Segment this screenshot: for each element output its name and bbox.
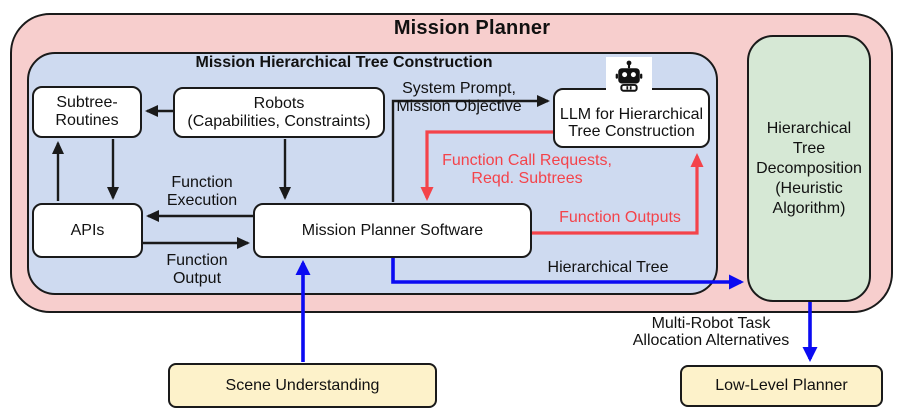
label-function-output: Function Output xyxy=(166,252,228,287)
page-title: Mission Planner xyxy=(393,17,551,39)
label-function-execution: Function Execution xyxy=(166,174,238,209)
label-hierarchical-tree: Hierarchical Tree xyxy=(547,259,669,276)
node-robots: Robots (Capabilities, Constraints) xyxy=(173,87,385,138)
node-subtree-routines: Subtree- Routines xyxy=(32,86,142,138)
node-low-level-planner: Low-Level Planner xyxy=(680,365,883,407)
robot-icon-glyph xyxy=(615,60,643,92)
robot-icon xyxy=(606,57,652,96)
label-system-prompt: System Prompt, Mission Objective xyxy=(396,80,522,115)
node-hierarchical-tree-decomposition: Hierarchical Tree Decomposition (Heurist… xyxy=(747,35,871,302)
label-function-call-requests: Function Call Requests, Reqd. Subtrees xyxy=(442,152,612,187)
label-function-outputs: Function Outputs xyxy=(559,209,681,226)
node-llm: LLM for Hierarchical Tree Construction xyxy=(553,88,710,148)
node-apis: APIs xyxy=(32,203,143,258)
inner-container-title: Mission Hierarchical Tree Construction xyxy=(195,54,493,71)
label-multi-robot-task: Multi-Robot Task Allocation Alternatives xyxy=(632,315,790,349)
node-mission-planner-software: Mission Planner Software xyxy=(253,203,532,258)
node-scene-understanding: Scene Understanding xyxy=(168,363,437,408)
